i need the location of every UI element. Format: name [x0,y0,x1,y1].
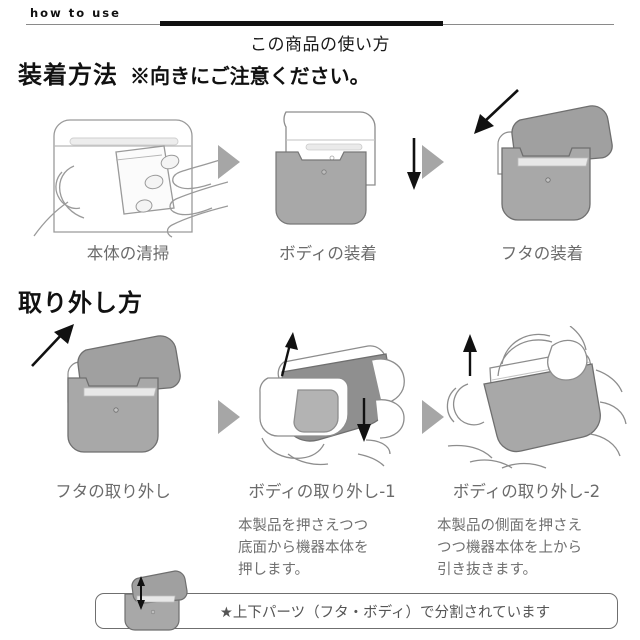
separator-triangle-right-4 [422,400,444,439]
caption-step-attach-3: フタの装着 [500,244,584,263]
description-step-detach-3: 本製品の側面を押さえつつ機器本体を上から引き抜きます。 [437,518,582,578]
section-title-detach: 取り外し方 [18,291,143,317]
illustration-hands-pull-case [440,325,630,481]
illustration-case-lid-attach [462,96,622,247]
page-subtitle: この商品の使い方 [250,35,390,54]
caption-step-detach-3: ボディの取り外し-2 [452,482,601,501]
banner-text: ★上下パーツ（フタ・ボディ）で分割されています [219,605,551,621]
caption-step-detach-1: フタの取り外し [55,482,171,501]
illustration-case-body-attach [258,100,398,245]
arrow-down-body-attach [404,138,424,195]
arrow-diagonal-lid-attach [468,88,522,145]
header-rule-thick [160,21,443,26]
illustration-case-lid-detach [30,330,200,475]
section-title-attach: 装着方法 [18,63,118,89]
caption-step-detach-2: ボディの取り外し-1 [248,482,396,501]
section-note-attach: ※向きにご注意ください。 [130,66,370,88]
separator-triangle-right-3 [218,400,240,439]
description-step-detach-2: 本製品を押さえつつ底面から機器本体を押します。 [238,518,369,578]
caption-step-attach-2: ボディの装着 [279,244,377,263]
split-case-icon [113,568,191,640]
illustration-hands-squeeze-case [240,330,425,480]
section-heading-detach: 取り外し方 [18,283,143,318]
arrow-up-lid-detach [28,322,78,375]
caption-step-attach-1: 本体の清掃 [86,244,170,263]
separator-triangle-right-1 [218,145,240,184]
section-heading-attach: 装着方法 ※向きにご注意ください。 [18,55,370,90]
illustration-hand-wiping-case [28,100,229,245]
separator-triangle-right-2 [422,145,444,184]
eyebrow-label: how to use [30,6,121,20]
